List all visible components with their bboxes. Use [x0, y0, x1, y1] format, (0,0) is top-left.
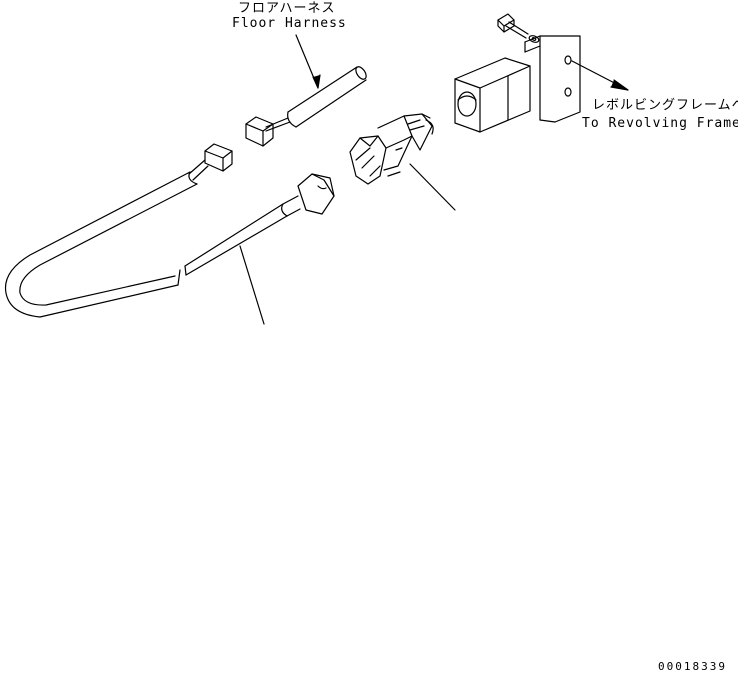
floor-harness-label-en: Floor Harness [232, 16, 347, 31]
pressure-sensor [349, 113, 434, 185]
drawing-code: 00018339 [658, 660, 727, 673]
floor-connector [245, 116, 274, 147]
sensor-leader [409, 163, 456, 211]
revolving-frame-arrow [571, 60, 629, 91]
revolving-frame-label-en: To Revolving Frame [582, 116, 738, 131]
floor-harness-cable [265, 66, 367, 132]
left-connector [188, 143, 233, 181]
harness-leader [239, 245, 265, 325]
floor-harness-leader [295, 34, 321, 89]
revolving-frame-bracket [454, 35, 581, 133]
bolt-and-washer [497, 13, 540, 43]
revolving-frame-label-jp: レボルビングフレームへ [592, 98, 738, 113]
sensor-harness-loop [4, 171, 301, 318]
floor-harness-label-jp: フロアハーネス [238, 1, 336, 16]
sensor-plug [297, 173, 335, 215]
